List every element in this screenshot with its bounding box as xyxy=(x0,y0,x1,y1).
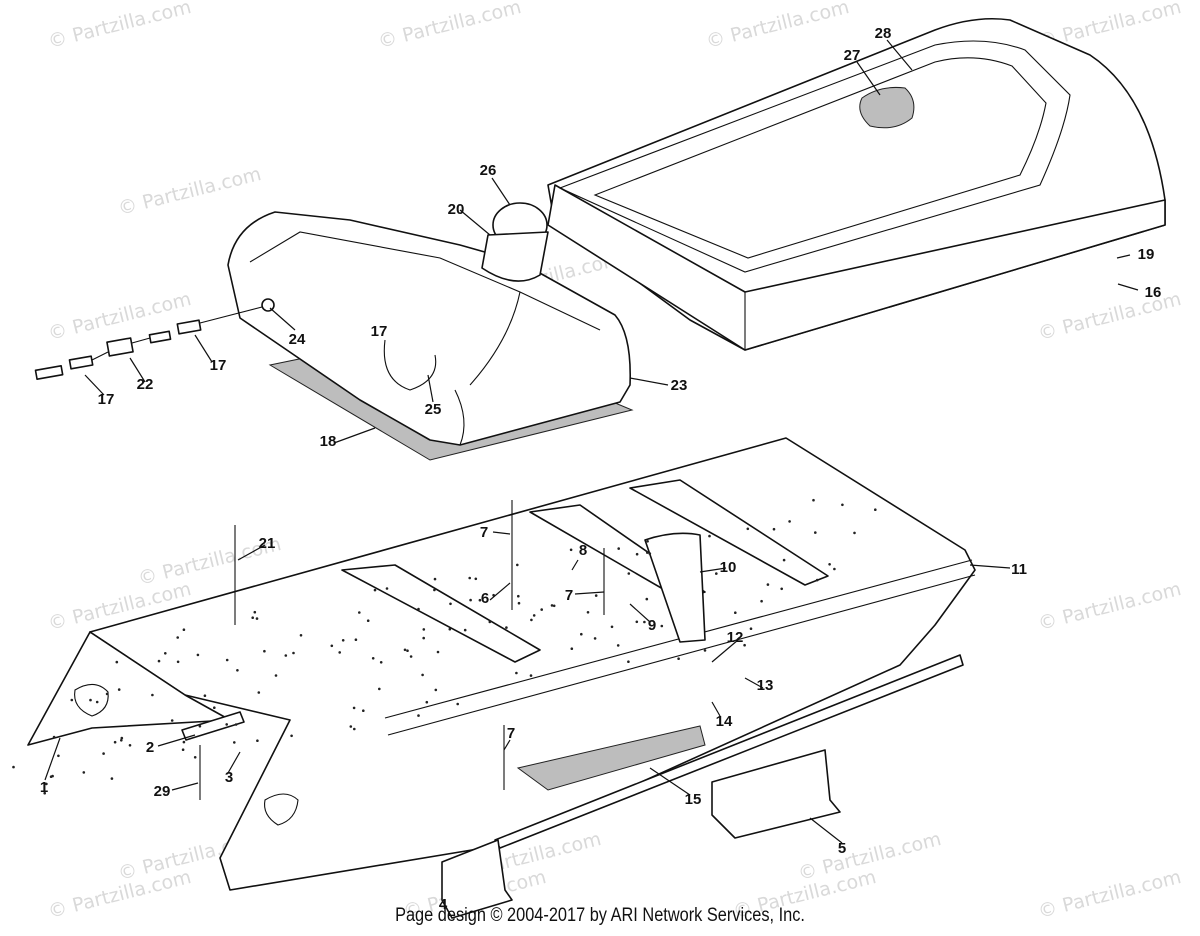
seat-patch-27 xyxy=(859,87,915,129)
callout-5: 5 xyxy=(838,840,846,857)
callout-12: 12 xyxy=(727,629,744,646)
watermark-text: © Partzilla.com xyxy=(704,0,852,53)
callout-14: 14 xyxy=(716,713,733,730)
seat-drawing xyxy=(547,17,1166,351)
watermark-text: © Partzilla.com xyxy=(376,0,524,53)
callout-11: 11 xyxy=(1011,561,1027,578)
callout-16: 16 xyxy=(1145,284,1162,301)
callout-4: 4 xyxy=(439,896,448,913)
callout-27: 27 xyxy=(844,47,861,64)
callout-17: 17 xyxy=(210,357,227,374)
callout-10: 10 xyxy=(720,559,737,576)
callout-6: 6 xyxy=(481,590,489,607)
watermark-text: © Partzilla.com xyxy=(1036,578,1184,635)
watermark-text: © Partzilla.com xyxy=(46,0,194,53)
callout-19: 19 xyxy=(1138,246,1155,263)
callout-17: 17 xyxy=(98,391,115,408)
callout-9: 9 xyxy=(648,617,656,634)
callout-28: 28 xyxy=(875,25,892,42)
callout-1: 1 xyxy=(40,779,48,796)
callout-7: 7 xyxy=(480,524,488,541)
callout-24: 24 xyxy=(289,331,306,348)
callout-23: 23 xyxy=(671,377,688,394)
watermark-text: © Partzilla.com xyxy=(116,163,264,220)
watermark-text: © Partzilla.com xyxy=(46,288,194,345)
callout-3: 3 xyxy=(225,769,233,786)
callout-8: 8 xyxy=(579,542,587,559)
callout-29: 29 xyxy=(154,783,171,800)
page-footer: Page design © 2004-2017 by ARI Network S… xyxy=(395,905,805,926)
callout-7: 7 xyxy=(507,725,515,742)
callout-21: 21 xyxy=(259,535,276,552)
callout-22: 22 xyxy=(137,376,154,393)
leader-lines xyxy=(44,39,1139,844)
callout-25: 25 xyxy=(425,401,442,418)
callout-20: 20 xyxy=(448,201,465,218)
callout-13: 13 xyxy=(757,677,774,694)
callout-15: 15 xyxy=(685,791,702,808)
callout-17: 17 xyxy=(371,323,388,340)
callout-7: 7 xyxy=(565,587,573,604)
callout-26: 26 xyxy=(480,162,497,179)
fuel-tank-drawing xyxy=(227,202,634,461)
callout-18: 18 xyxy=(320,433,337,450)
callout-2: 2 xyxy=(146,739,154,756)
hood-belly-pan-drawing xyxy=(12,437,976,919)
fuel-line-parts xyxy=(34,306,263,380)
